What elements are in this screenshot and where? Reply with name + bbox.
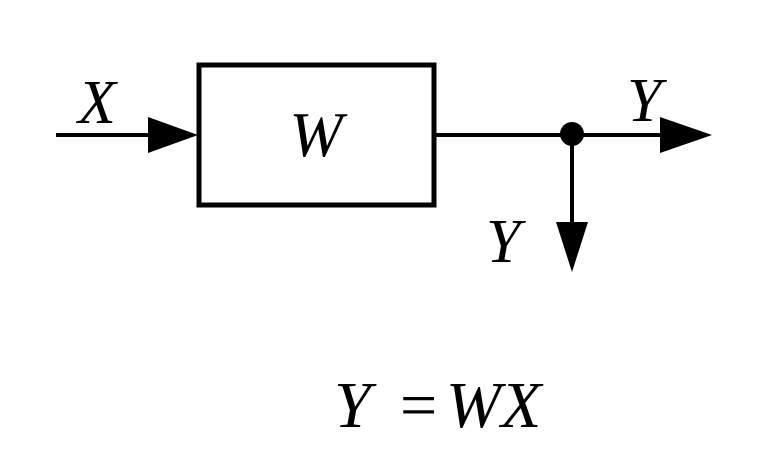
output-right-arrowhead — [660, 117, 712, 153]
equation-lhs: Y — [334, 369, 377, 442]
input-arrowhead — [148, 117, 198, 153]
equation-equals: = — [400, 369, 437, 442]
block-label-w: W — [289, 99, 348, 170]
output-down-label-y: Y — [486, 208, 526, 276]
equation-rhs: WX — [446, 369, 544, 442]
output-down-arrowhead — [556, 222, 588, 272]
input-label-x: X — [75, 69, 118, 137]
output-right-label-y: Y — [627, 67, 667, 135]
